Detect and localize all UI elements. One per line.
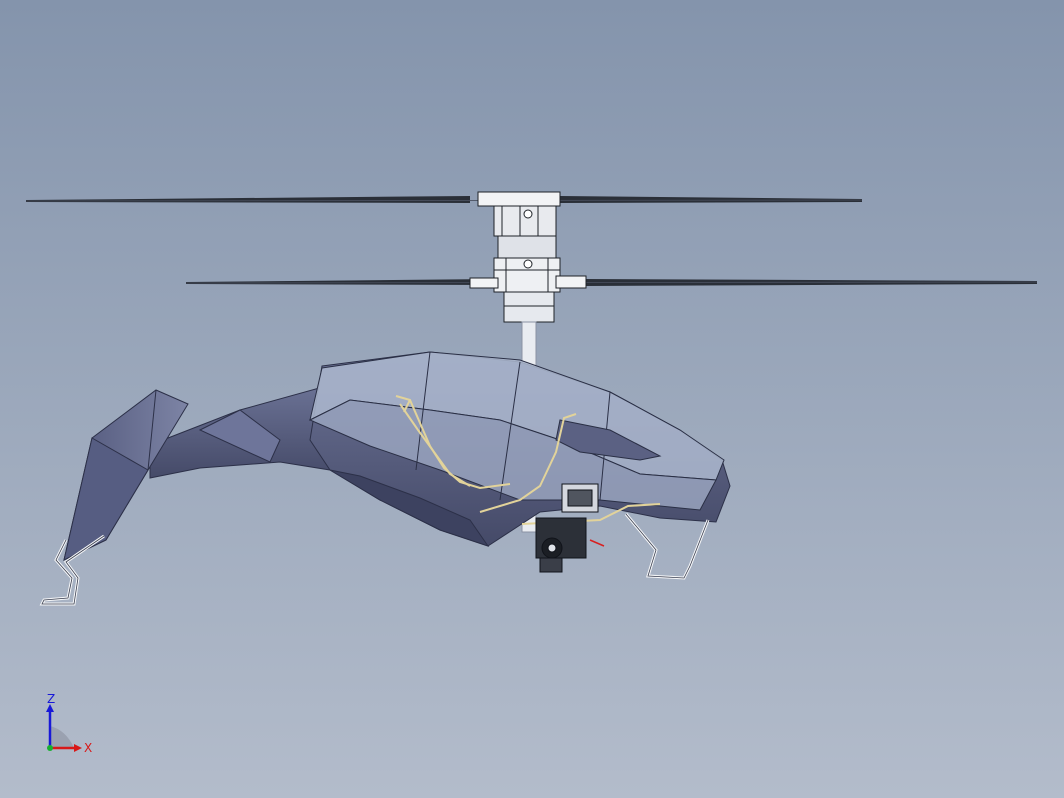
rotor-hub-assembly[interactable] [469, 191, 587, 323]
z-axis-label: Z [47, 694, 55, 706]
triad-plane-shading [50, 726, 74, 748]
engine-unit[interactable] [535, 483, 605, 573]
x-axis-label: X [84, 741, 92, 755]
z-axis-arrow-icon [46, 704, 54, 712]
canopy[interactable] [308, 351, 725, 511]
control-linkage[interactable] [395, 395, 661, 525]
tail-boom[interactable] [149, 384, 331, 479]
lower-rotor-blade[interactable] [185, 279, 1038, 286]
main-landing-skid[interactable] [624, 513, 710, 580]
tail-fin[interactable] [63, 389, 189, 561]
coordinate-triad: Z X [46, 694, 92, 755]
upper-rotor-blade[interactable] [25, 196, 863, 203]
origin-dot [47, 745, 53, 751]
x-axis-arrow-icon [74, 744, 82, 752]
